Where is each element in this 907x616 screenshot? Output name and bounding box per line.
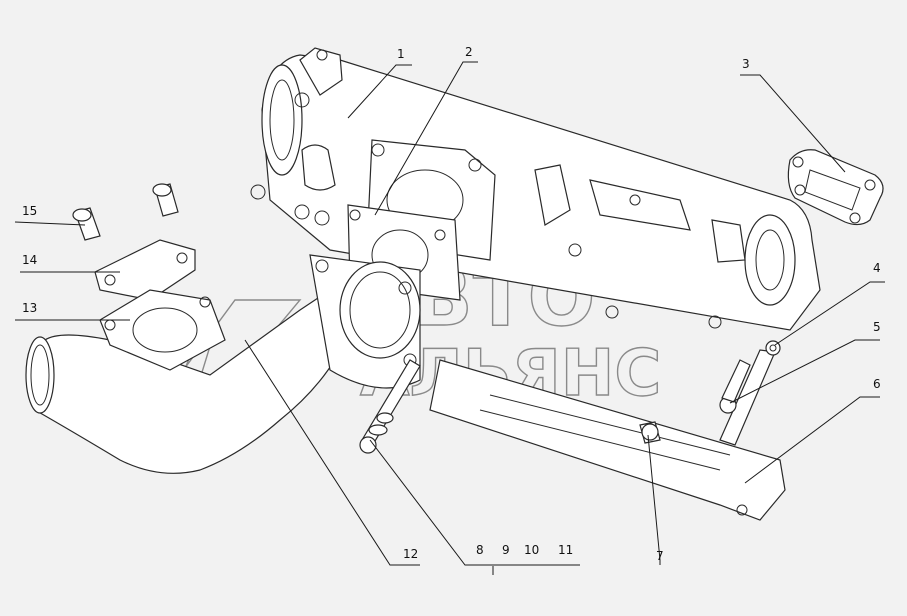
part-6-bracket bbox=[429, 349, 786, 521]
callout-2: 2 bbox=[465, 45, 473, 59]
callout-13: 13 bbox=[22, 301, 37, 315]
callout-12: 12 bbox=[403, 547, 418, 561]
callout-labels: 1 2 3 4 5 6 7 8 9 10 11 12 13 14 15 bbox=[22, 45, 881, 563]
part-14-gasket bbox=[94, 239, 196, 301]
callout-4: 4 bbox=[873, 261, 881, 275]
part-3-gasket bbox=[787, 149, 884, 226]
callout-11: 11 bbox=[558, 543, 573, 557]
callout-6: 6 bbox=[873, 377, 881, 391]
callout-14: 14 bbox=[22, 253, 37, 267]
callout-10: 10 bbox=[524, 543, 539, 557]
callout-9: 9 bbox=[502, 543, 510, 557]
part-7-bolt bbox=[639, 421, 661, 444]
part-15-stud bbox=[72, 183, 179, 241]
callout-7: 7 bbox=[656, 549, 664, 563]
part-8-bolt-stack bbox=[359, 359, 421, 454]
callout-15: 15 bbox=[22, 204, 37, 218]
callout-8: 8 bbox=[476, 543, 484, 557]
leader-lines bbox=[14, 61, 885, 575]
part-13-flange bbox=[99, 289, 226, 371]
callout-3: 3 bbox=[742, 57, 750, 71]
callout-1: 1 bbox=[397, 47, 405, 61]
callout-5: 5 bbox=[873, 320, 881, 334]
part-5-bolt bbox=[719, 359, 751, 414]
